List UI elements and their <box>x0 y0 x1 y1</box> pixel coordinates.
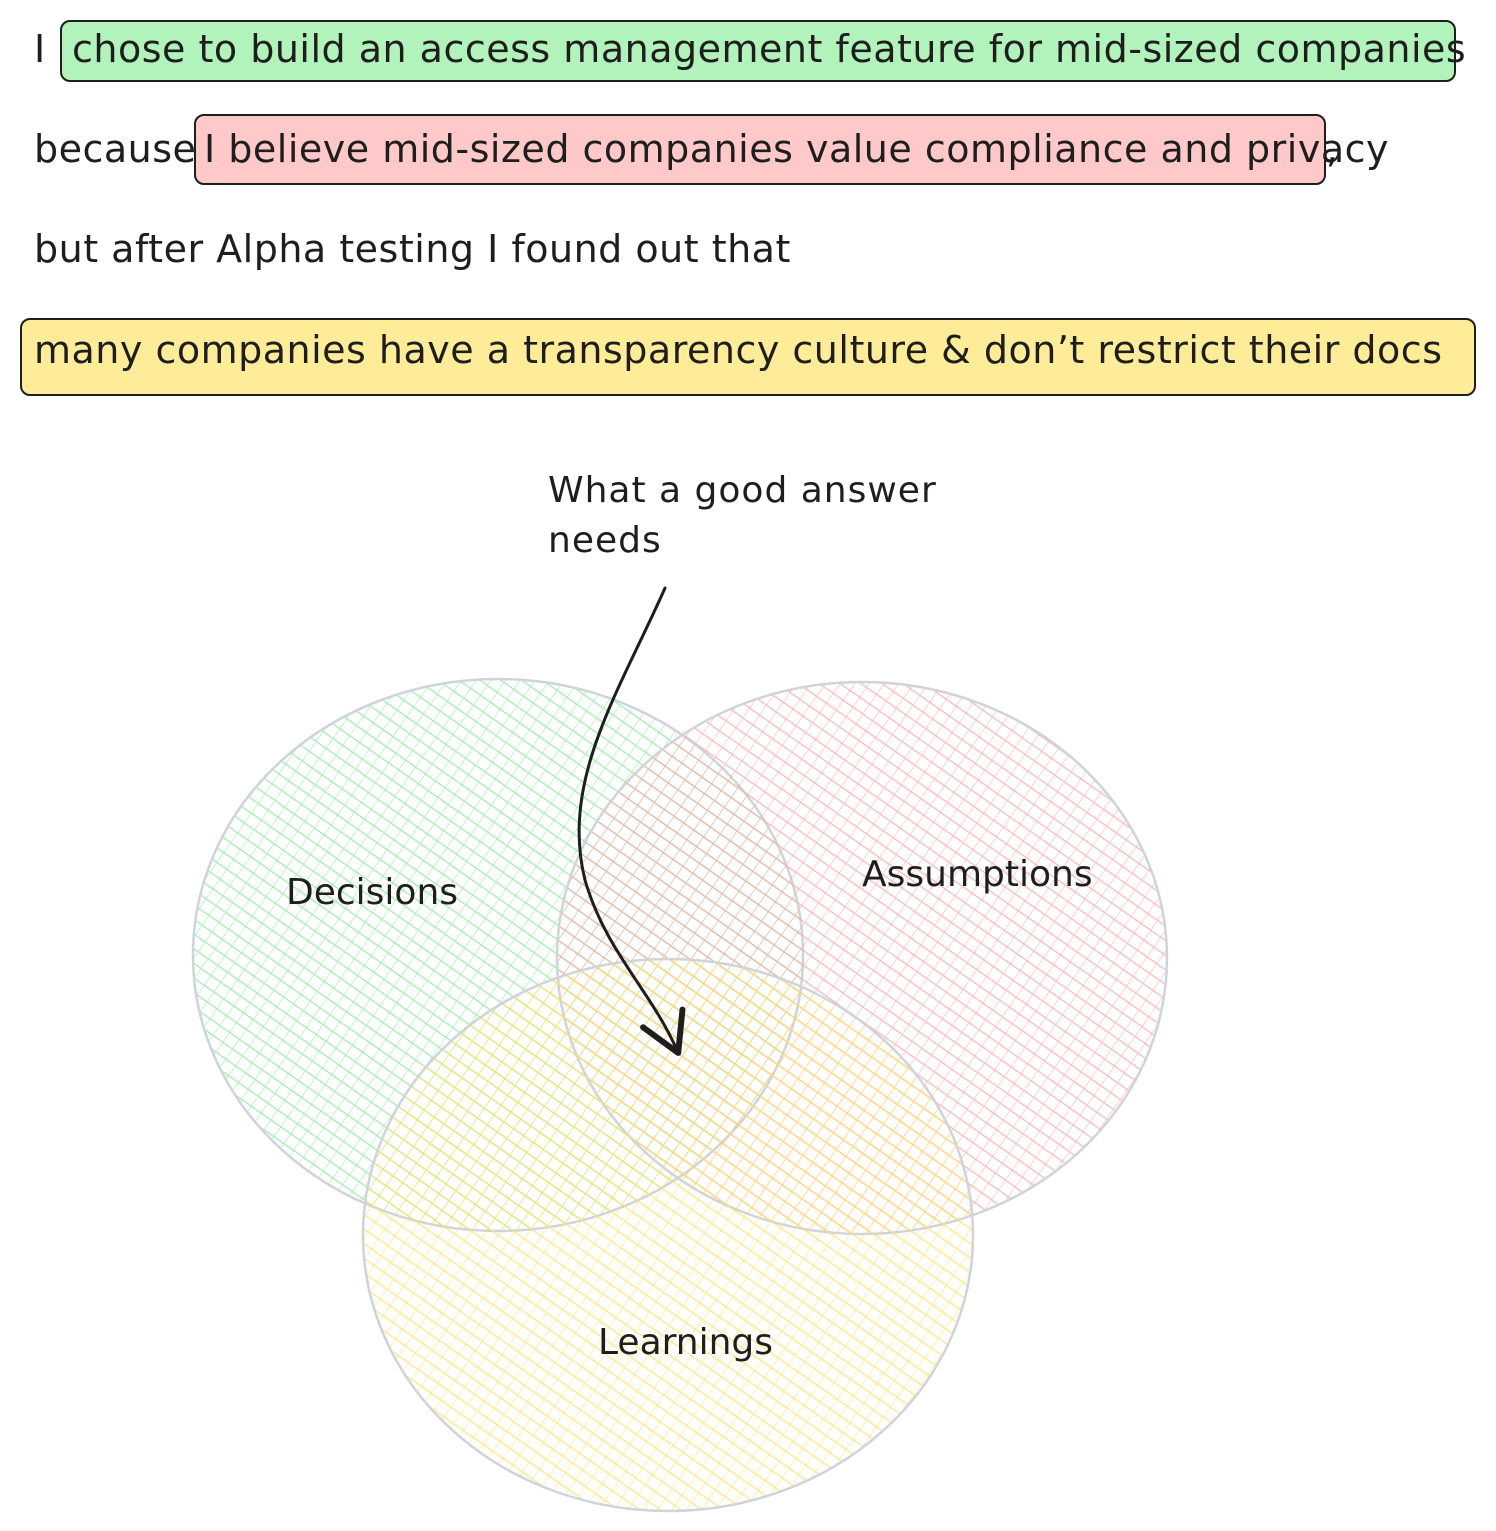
decision-highlight-text: chose to build an access management feat… <box>72 27 1467 71</box>
statement-line3: but after Alpha testing I found out that <box>34 227 791 271</box>
statement-line2-prefix: because <box>34 127 197 171</box>
learning-highlight-text: many companies have a transparency cultu… <box>34 328 1443 372</box>
annotation-note: What a good answer needs <box>548 466 937 566</box>
annotation-line2: needs <box>548 520 662 561</box>
decisions-label: Decisions <box>286 872 458 913</box>
learnings-circle <box>361 957 975 1513</box>
assumption-highlight-text: I believe mid-sized companies value comp… <box>204 127 1389 171</box>
annotation-line1: What a good answer <box>548 470 937 511</box>
assumption-highlight-box <box>194 114 1326 185</box>
pointer-arrow <box>577 586 686 1056</box>
statement-line1-prefix: I <box>34 27 46 71</box>
learning-highlight-box <box>20 318 1476 396</box>
decision-highlight-box <box>60 20 1456 82</box>
learnings-label: Learnings <box>598 1322 773 1363</box>
statement-line2-suffix: , <box>1326 127 1339 171</box>
assumptions-label: Assumptions <box>862 854 1093 895</box>
